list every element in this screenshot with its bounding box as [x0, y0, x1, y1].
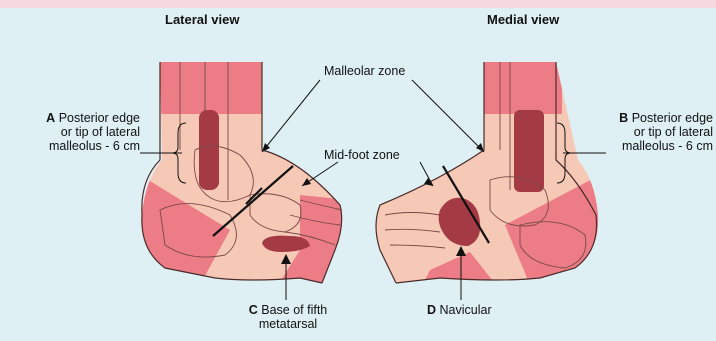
label-c-letter: C — [249, 303, 258, 317]
label-d: D Navicular — [427, 303, 492, 317]
label-a-line3: malleolus - 6 cm — [49, 139, 140, 153]
label-b-letter: B — [619, 111, 628, 125]
label-c: C Base of fifth metatarsal — [228, 303, 348, 331]
label-b: B Posterior edge or tip of lateral malle… — [605, 111, 713, 153]
label-b-line2: or tip of lateral — [634, 125, 713, 139]
label-a-letter: A — [46, 111, 55, 125]
label-d-line1: Navicular — [440, 303, 492, 317]
label-d-letter: D — [427, 303, 436, 317]
label-a-line1: Posterior edge — [59, 111, 140, 125]
lateral-foot — [130, 55, 360, 295]
malleolar-zone-label: Malleolar zone — [324, 64, 405, 78]
medial-view-title: Medial view — [487, 13, 559, 27]
tibia-bone — [514, 110, 544, 192]
medial-foot — [360, 55, 610, 295]
label-c-line2: metatarsal — [259, 317, 317, 331]
label-c-line1: Base of fifth — [261, 303, 327, 317]
label-b-line3: malleolus - 6 cm — [622, 139, 713, 153]
label-b-line1: Posterior edge — [632, 111, 713, 125]
label-a-line2: or tip of lateral — [61, 125, 140, 139]
lateral-view-title: Lateral view — [165, 13, 239, 27]
label-a: A Posterior edge or tip of lateral malle… — [20, 111, 140, 153]
fibula-bone — [199, 110, 219, 190]
midfoot-zone-label: Mid-foot zone — [324, 148, 400, 162]
